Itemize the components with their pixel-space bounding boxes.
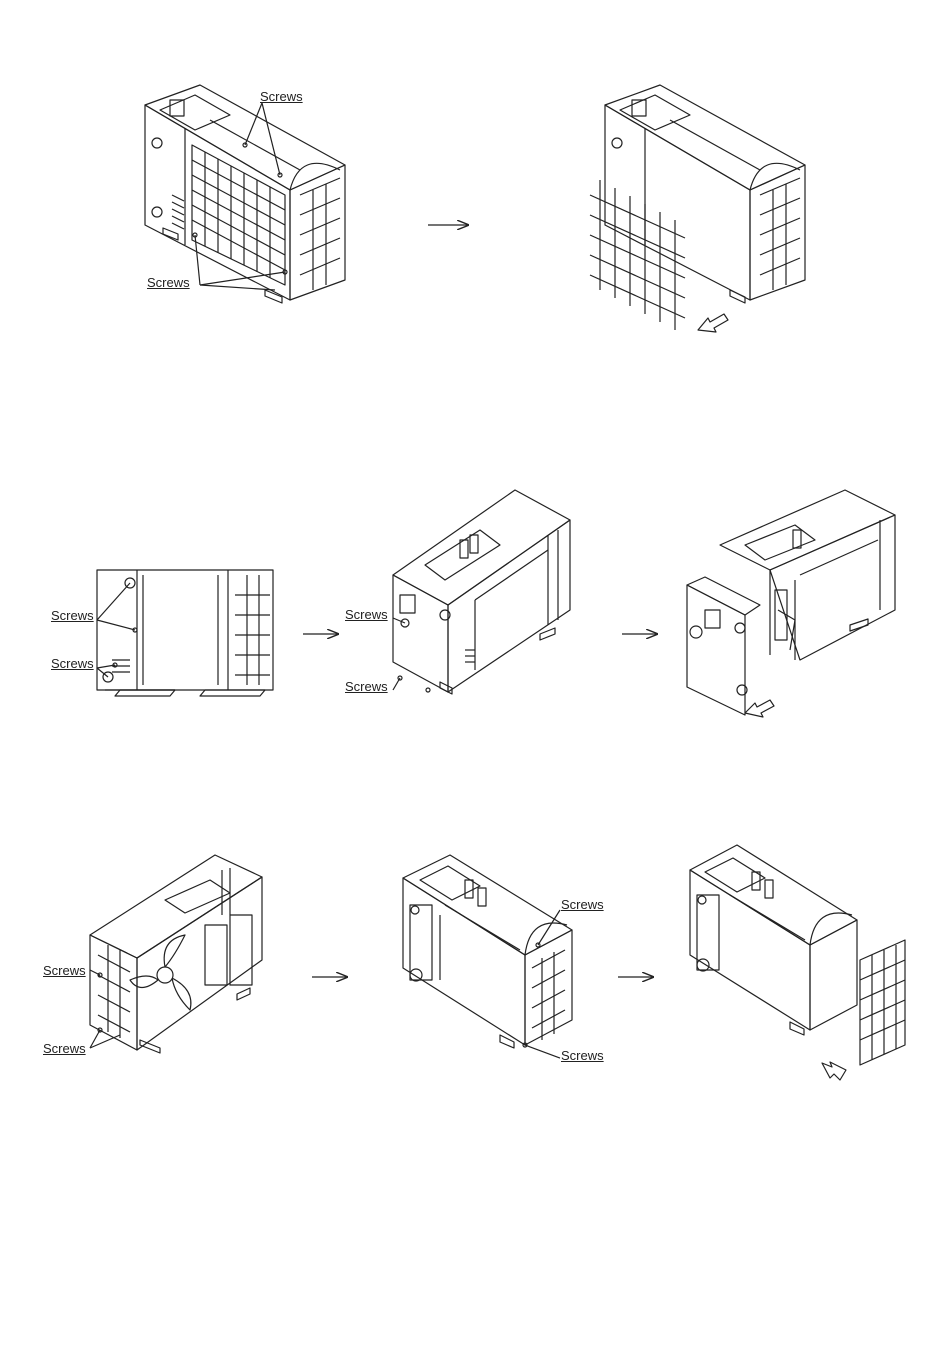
fan-icon — [130, 935, 191, 1010]
row2-unit-side-removed — [687, 490, 895, 717]
row1-unit-grille-removed — [590, 85, 805, 332]
row2-detached-side-panel — [687, 577, 760, 715]
row2-unit-front-view — [97, 570, 273, 696]
row1-front-grille — [192, 145, 285, 285]
screws-label: Screws — [147, 276, 190, 290]
screws-label: Screws — [345, 608, 388, 622]
row3-unit-fan-exposed — [90, 855, 262, 1053]
screws-label: Screws — [51, 609, 94, 623]
screws-label: Screws — [561, 898, 604, 912]
row3-unit-side-grille-removed — [690, 845, 905, 1080]
row1-unit-with-grille — [145, 85, 345, 303]
screws-label: Screws — [51, 657, 94, 671]
row2-unit-top-open — [393, 490, 570, 694]
screws-label: Screws — [43, 964, 86, 978]
screws-label: Screws — [561, 1049, 604, 1063]
row1-detached-grille — [590, 180, 685, 330]
pull-out-arrow-icon — [822, 1062, 846, 1080]
screws-label: Screws — [43, 1042, 86, 1056]
screws-label: Screws — [345, 680, 388, 694]
screws-label: Screws — [260, 90, 303, 104]
row3-unit-with-side-grille — [403, 855, 572, 1058]
row3-detached-side-grille — [860, 940, 905, 1065]
pull-out-arrow-icon — [698, 314, 728, 332]
pull-out-arrow-icon — [745, 700, 774, 717]
